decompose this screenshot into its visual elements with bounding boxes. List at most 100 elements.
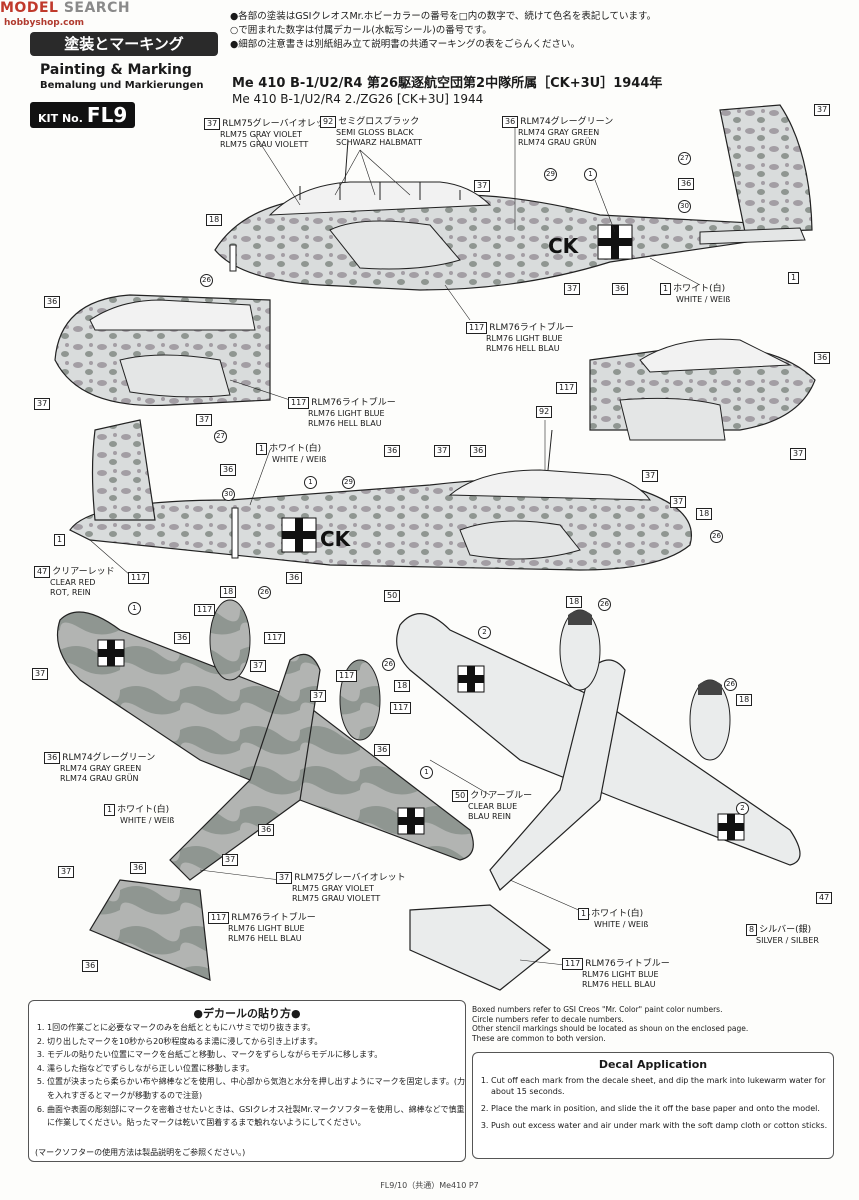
paint-number-box: 36: [470, 445, 487, 457]
balkenkreuz-marking: [281, 517, 317, 553]
paint-number-box: 117: [556, 382, 578, 394]
decal-en-step: Place the mark in position, and slide th…: [491, 1103, 831, 1114]
decal-en-title: Decal Application: [598, 1058, 708, 1071]
paint-number-box: 117: [336, 670, 358, 682]
note-line: ●各部の塗装はGSIクレオスMr.ホビーカラーの番号を□内の数字で、続けて色名を…: [230, 11, 657, 22]
paint-number-box: 18: [220, 586, 237, 598]
callout-jp: クリアーレッド: [52, 567, 115, 577]
paint-number-box: 37: [204, 118, 221, 130]
aircraft-title-en: Me 410 B-1/U2/R4 2./ZG26 [CK+3U] 1944: [232, 92, 484, 106]
callout-en: RLM74 GRAY GREEN: [60, 764, 142, 773]
paint-number-box: 1: [256, 443, 268, 455]
decal-jp-step: 切り出したマークを10秒から20秒程度ぬるま湯に浸してから引き上げます。: [47, 1035, 465, 1049]
paint-number-box: 8: [746, 924, 758, 936]
paint-number-box: 117: [264, 632, 286, 644]
decal-number-circle: 26: [710, 530, 723, 543]
callout-jp: RLM74グレーグリーン: [520, 117, 614, 127]
decal-number-circle: 1: [420, 766, 433, 779]
paint-number-box: 18: [206, 214, 223, 226]
decal-number-circle: 29: [544, 168, 557, 181]
callout-de: RLM75 GRAU VIOLETT: [292, 893, 381, 903]
paint-number-box: 37: [250, 660, 267, 672]
paint-number-box: 1: [104, 804, 116, 816]
paint-number-box: 36: [502, 116, 519, 128]
decal-number-circle: 30: [678, 200, 691, 213]
general-note: Other stencil markings should be located…: [472, 1024, 749, 1033]
callout-en: CLEAR RED: [50, 578, 96, 587]
paint-number-box: 117: [208, 912, 230, 924]
paint-number-box: 37: [474, 180, 491, 192]
balkenkreuz-marking: [597, 224, 633, 260]
wing-cross-marking: [717, 813, 745, 841]
callout-en: RLM76 LIGHT BLUE: [486, 334, 563, 343]
callout-de: RLM76 HELL BLAU: [228, 933, 302, 943]
paint-number-box: 36: [82, 960, 99, 972]
paint-number-box: 92: [536, 406, 553, 418]
paint-number-box: 37: [32, 668, 49, 680]
paint-number-box: 36: [612, 283, 629, 295]
paint-number-box: 18: [736, 694, 753, 706]
paint-number-box: 92: [320, 116, 337, 128]
decal-jp-step: 濡らした指などでずらしながら正しい位置に移動します。: [47, 1062, 465, 1076]
wing-cross-marking: [457, 665, 485, 693]
nose-detail-right: [589, 338, 816, 441]
paint-number-box: 36: [258, 824, 275, 836]
decal-en-step: Cut off each mark from the decale sheet,…: [491, 1075, 831, 1097]
note-line: ●細部の注意書きは別紙組み立て説明書の共通マーキングの表をごらんください。: [230, 39, 581, 50]
callout-jp: RLM76ライトブルー: [311, 398, 396, 408]
callout-jp: シルバー(銀): [759, 925, 812, 935]
decal-jp-note: (マークソフターの使用方法は製品説明をご参照ください。): [35, 1148, 246, 1157]
aircraft-title-jp: Me 410 B-1/U2/R4 第26駆逐航空団第2中隊所属［CK+3U］19…: [232, 76, 663, 91]
decal-number-circle: 1: [304, 476, 317, 489]
callout-en: RLM76 LIGHT BLUE: [308, 409, 385, 418]
general-notes: Boxed numbers refer to GSI Creos "Mr. Co…: [472, 1005, 812, 1043]
callout-de: RLM76 HELL BLAU: [308, 418, 382, 428]
paint-number-box: 36: [44, 752, 61, 764]
paint-number-box: 117: [194, 604, 216, 616]
note-line: ○で囲まれた数字は付属デカール(水転写シール)の番号です。: [230, 25, 492, 36]
paint-number-box: 18: [696, 508, 713, 520]
section-title-de: Bemalung und Markierungen: [40, 80, 204, 91]
paint-number-box: 50: [384, 590, 401, 602]
kit-number-badge: KIT No.FL9: [30, 102, 136, 128]
callout-en: WHITE / WEIß: [120, 816, 175, 825]
paint-number-box: 37: [276, 872, 293, 884]
paint-number-box: 36: [220, 464, 237, 476]
decal-number-circle: 26: [200, 274, 213, 287]
decal-jp-step: 曲面や表面の彫刻部にマークを密着させたいときは、GSIクレオス社製Mr.マークソ…: [47, 1103, 465, 1130]
watermark-url: hobbyshop.com: [4, 18, 85, 28]
decal-number-circle: 26: [724, 678, 737, 691]
callout-de: RLM74 GRAU GRÜN: [60, 773, 139, 783]
decal-jp-step: モデルの貼りたい位置にマークを台紙ごと移動し、マークをずらしながらモデルに移しま…: [47, 1048, 465, 1062]
painting-notes: ●各部の塗装はGSIクレオスMr.ホビーカラーの番号を□内の数字で、続けて色名を…: [230, 10, 840, 52]
wing-cross-marking: [397, 807, 425, 835]
paint-number-box: 1: [660, 283, 672, 295]
paint-number-box: 36: [814, 352, 831, 364]
decal-number-circle: 2: [478, 626, 491, 639]
callout-en: RLM76 LIGHT BLUE: [582, 970, 659, 979]
decal-number-circle: 1: [128, 602, 141, 615]
paint-number-box: 117: [390, 702, 412, 714]
callout-en: RLM74 GRAY GREEN: [518, 128, 600, 137]
callout-en: RLM75 GRAY VIOLET: [292, 884, 374, 893]
paint-number-box: 37: [196, 414, 213, 426]
callout-de: RLM75 GRAU VIOLETT: [220, 139, 309, 149]
fuselage-code: CK: [548, 234, 580, 258]
callout-en: RLM76 LIGHT BLUE: [228, 924, 305, 933]
callout-en: SEMI GLOSS BLACK: [336, 128, 414, 137]
callout-de: RLM74 GRAU GRÜN: [518, 137, 597, 147]
callout-jp: RLM75グレーバイオレット: [222, 119, 334, 129]
wing-cross-marking: [97, 639, 125, 667]
callout-de: BLAU REIN: [468, 811, 511, 821]
top-view: [56, 599, 474, 981]
callout-de: RLM76 HELL BLAU: [582, 979, 656, 989]
decal-jp-title: ●デカールの貼り方●: [193, 1007, 301, 1020]
